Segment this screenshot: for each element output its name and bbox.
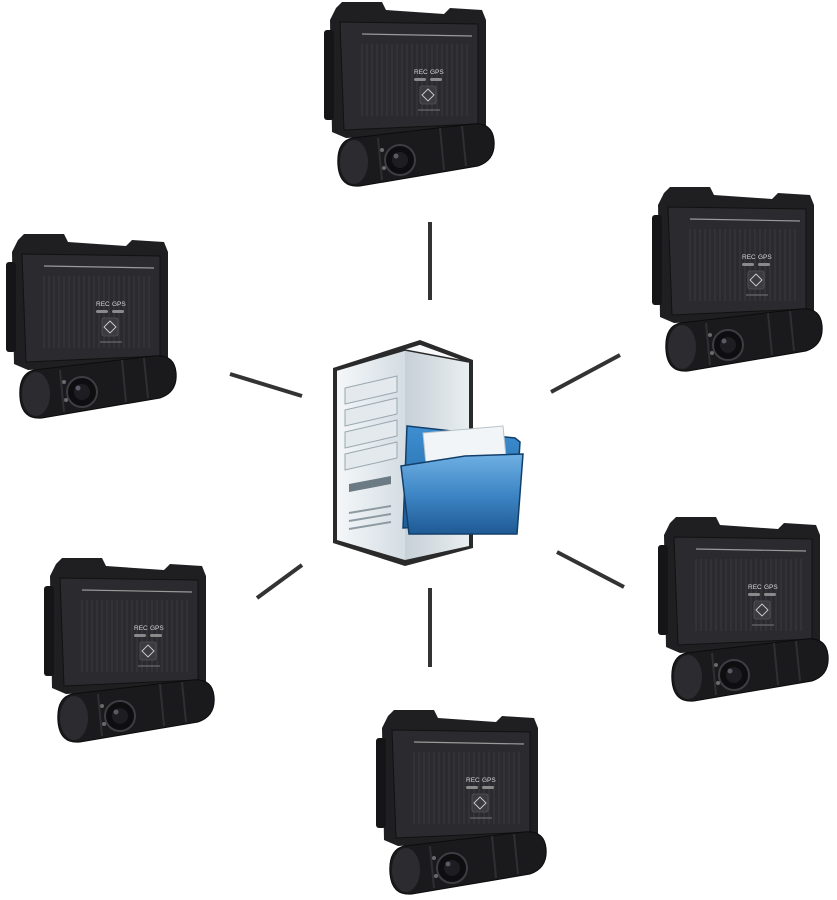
gps-label: GPS — [150, 625, 164, 632]
gps-led — [150, 634, 162, 637]
rec-label: REC — [748, 584, 762, 591]
gps-led — [112, 310, 124, 313]
badge-icon — [421, 88, 435, 102]
rec-label: REC — [414, 69, 428, 76]
rec-led — [414, 78, 426, 81]
rec-label: REC — [96, 301, 110, 308]
connector-upper-right — [550, 353, 621, 394]
gps-led — [430, 78, 442, 81]
rec-led — [134, 634, 146, 637]
gps-label: GPS — [430, 69, 444, 76]
rec-led — [466, 786, 478, 789]
badge-icon — [749, 273, 763, 287]
gps-label: GPS — [112, 301, 126, 308]
rec-label: REC — [134, 625, 148, 632]
gps-label: GPS — [482, 777, 496, 784]
gps-led — [764, 593, 776, 596]
rec-led — [742, 263, 754, 266]
connector-lower-right — [556, 550, 625, 589]
gps-label: GPS — [758, 254, 772, 261]
badge-icon — [103, 320, 117, 334]
connector-lower-left — [255, 563, 304, 600]
badge-icon — [473, 796, 487, 810]
rec-label: REC — [742, 254, 756, 261]
gps-label: GPS — [764, 584, 778, 591]
badge-icon — [755, 603, 769, 617]
gps-led — [758, 263, 770, 266]
server-with-folder-icon — [333, 340, 524, 566]
file-server — [325, 338, 525, 568]
badge-icon — [141, 644, 155, 658]
connector-upper-left — [229, 372, 303, 398]
rec-led — [96, 310, 108, 313]
gps-led — [482, 786, 494, 789]
rec-label: REC — [466, 777, 480, 784]
rec-led — [748, 593, 760, 596]
